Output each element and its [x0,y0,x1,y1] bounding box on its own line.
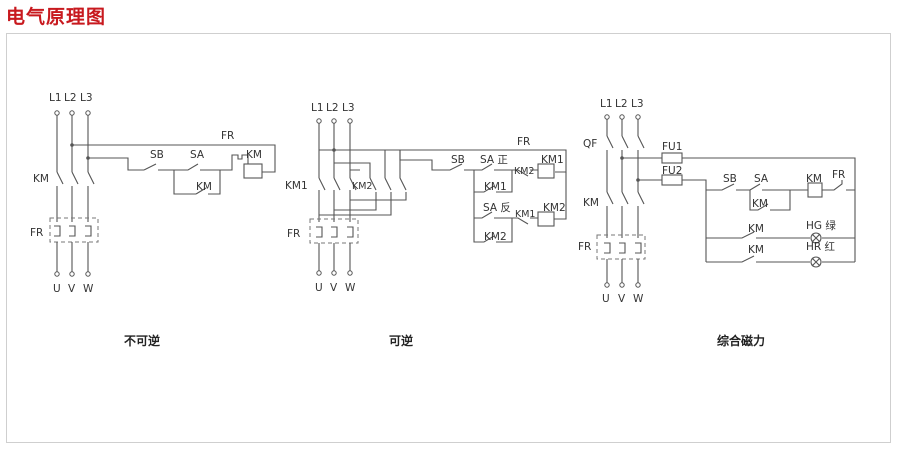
km1-coil-label: KM1 [541,154,564,166]
diagram-frame [6,33,891,443]
km-coil-label: KM [806,173,822,185]
phase-l1-label: L1 [311,102,324,114]
km-red-contact-label: KM [748,244,764,256]
output-u-label: U [315,282,323,294]
fr-label: FR [287,228,300,240]
km2-contact-label: KM2 [352,181,372,192]
sa-label: SA [754,173,769,185]
phase-l3-label: L3 [342,102,355,114]
diagram-reversible: L1 L2 L3 KM1 KM2 FR U V W SB SA 正 KM1 KM… [285,102,567,348]
fr-contact-label: FR [832,169,845,181]
fr-label: FR [30,227,43,239]
qf-label: QF [583,138,597,150]
km-green-contact-label: KM [748,223,764,235]
km-contact-label: KM [33,173,49,185]
km1-contact-label: KM1 [285,180,308,192]
caption-irreversible: 不可逆 [124,333,160,348]
km2-hold-label: KM2 [484,231,507,243]
fu2-label: FU2 [662,165,682,177]
km1-hold-label: KM1 [484,181,507,193]
km-hold-label: KM [752,198,768,210]
phase-l1-label: L1 [600,98,613,110]
fr-label: FR [578,241,591,253]
phase-l3-label: L3 [80,92,93,104]
output-w-label: W [83,283,94,295]
output-v-label: V [618,293,626,305]
diagram-irreversible: L1 L2 L3 KM FR U V W SB SA KM FR KM 不可 [30,92,276,348]
km2-coil-label: KM2 [543,202,566,214]
km2-interlock-label: KM2 [514,166,534,177]
output-v-label: V [330,282,338,294]
caption-reversible: 可逆 [389,333,413,348]
km-contact-label: KM [583,197,599,209]
hr-lamp-label: HR 红 [806,240,836,253]
phase-l1-label: L1 [49,92,62,104]
sa-label: SA [190,149,205,161]
km-hold-label: KM [196,181,212,193]
fu1-label: FU1 [662,141,682,153]
page-title: 电气原理图 [6,6,107,28]
sa-rev-label: SA 反 [483,202,511,214]
diagram-combined-magnetic: L1 L2 L3 QF KM FR U V W FU1 FU2 SB SA KM… [578,98,856,348]
sb-label: SB [451,154,465,166]
km-coil-label: KM [246,149,262,161]
output-w-label: W [345,282,356,294]
phase-l3-label: L3 [631,98,644,110]
output-u-label: U [602,293,610,305]
sa-fwd-label: SA 正 [480,154,508,166]
phase-l2-label: L2 [64,92,77,104]
phase-l2-label: L2 [326,102,339,114]
fr-contact-label: FR [517,136,530,148]
phase-l2-label: L2 [615,98,628,110]
km1-interlock-label: KM1 [515,209,535,220]
sb-label: SB [723,173,737,185]
output-u-label: U [53,283,61,295]
sb-label: SB [150,149,164,161]
hg-lamp-label: HG 绿 [806,219,836,232]
output-v-label: V [68,283,76,295]
fr-contact-label: FR [221,130,234,142]
output-w-label: W [633,293,644,305]
caption-combined-magnetic: 综合磁力 [717,333,765,348]
